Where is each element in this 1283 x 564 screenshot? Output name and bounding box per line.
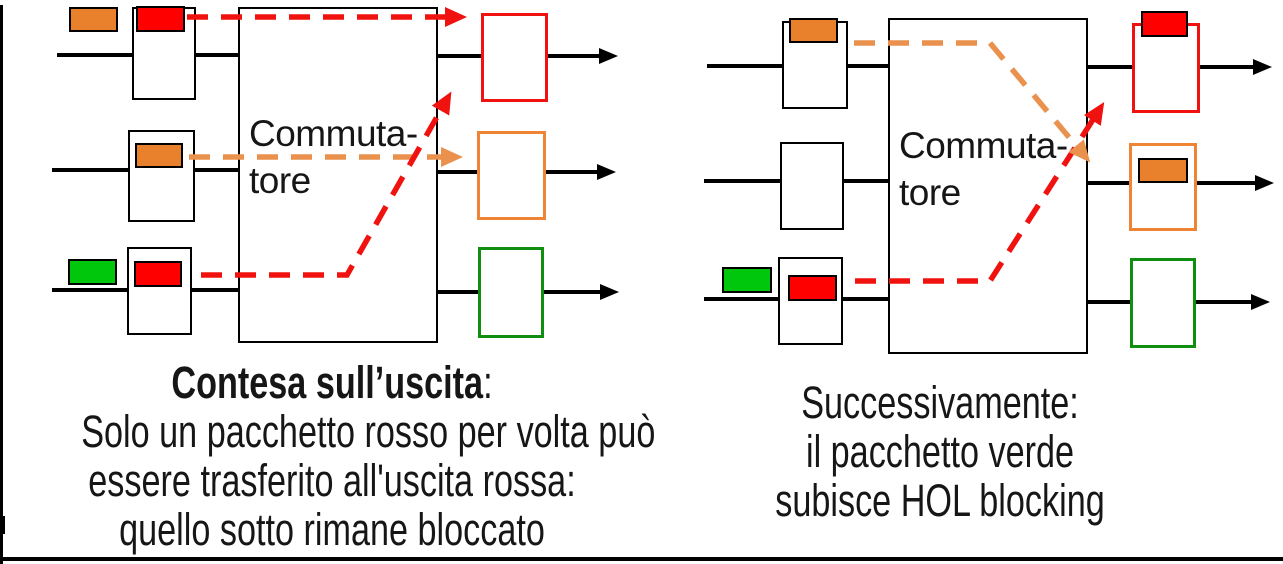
caption-line: quello sotto rimane bloccato [119, 504, 545, 555]
right-switch-label: Commuta-tore [899, 122, 1068, 216]
caption-line: Successivamente: [801, 377, 1079, 428]
packet-red-delivered [1141, 11, 1188, 37]
packet-orange-delivered [1138, 158, 1188, 183]
packet-green [68, 259, 117, 285]
packet-green [722, 267, 772, 293]
right-queue-2 [780, 142, 844, 230]
caption-title-colon: : [483, 357, 493, 408]
bottom-border-line [0, 557, 1283, 561]
left-border-line [0, 5, 3, 564]
right-output-port-green [1130, 258, 1196, 348]
arrow-right-icon [1255, 175, 1274, 191]
arrow-right-icon [1251, 294, 1270, 310]
packet-red [788, 275, 837, 301]
caption-line: subisce HOL blocking [775, 475, 1105, 526]
left-output-port-red [481, 13, 548, 102]
right-output-port-orange [1129, 143, 1197, 231]
arrow-right-icon [1253, 59, 1272, 75]
switch-label-line1: Commuta- [249, 113, 418, 154]
right-queue-3 [778, 257, 843, 345]
left-output-port-orange [477, 131, 546, 220]
packet-red [134, 261, 182, 287]
right-caption: Successivamente: il pacchetto verde subi… [739, 378, 1140, 525]
arrow-right-icon [597, 164, 616, 180]
right-output-port-red [1132, 23, 1200, 113]
arrow-right-icon [599, 48, 618, 64]
left-caption: Contesa sull’uscita: Solo un pacchetto r… [81, 358, 656, 555]
switch-label-line1: Commuta- [899, 125, 1068, 166]
caption-line: il pacchetto verde [805, 426, 1075, 477]
caption-line: Solo un pacchetto rosso per volta può [81, 406, 656, 457]
edge-artifact [0, 516, 5, 534]
caption-line: essere trasferito all'uscita rossa: [88, 455, 576, 506]
left-output-port-green [478, 247, 544, 338]
arrow-right-icon [600, 284, 619, 300]
packet-red [136, 6, 185, 32]
caption-title-bold: Contesa sull’uscita [171, 357, 484, 408]
switch-label-line2: tore [899, 172, 961, 213]
left-switch-label: Commuta-tore [249, 110, 418, 204]
packet-orange [789, 18, 838, 43]
packet-orange [135, 143, 183, 168]
switch-label-line2: tore [249, 160, 311, 201]
packet-orange [69, 7, 118, 32]
caption-title: Contesa sull’uscita: [81, 358, 583, 407]
